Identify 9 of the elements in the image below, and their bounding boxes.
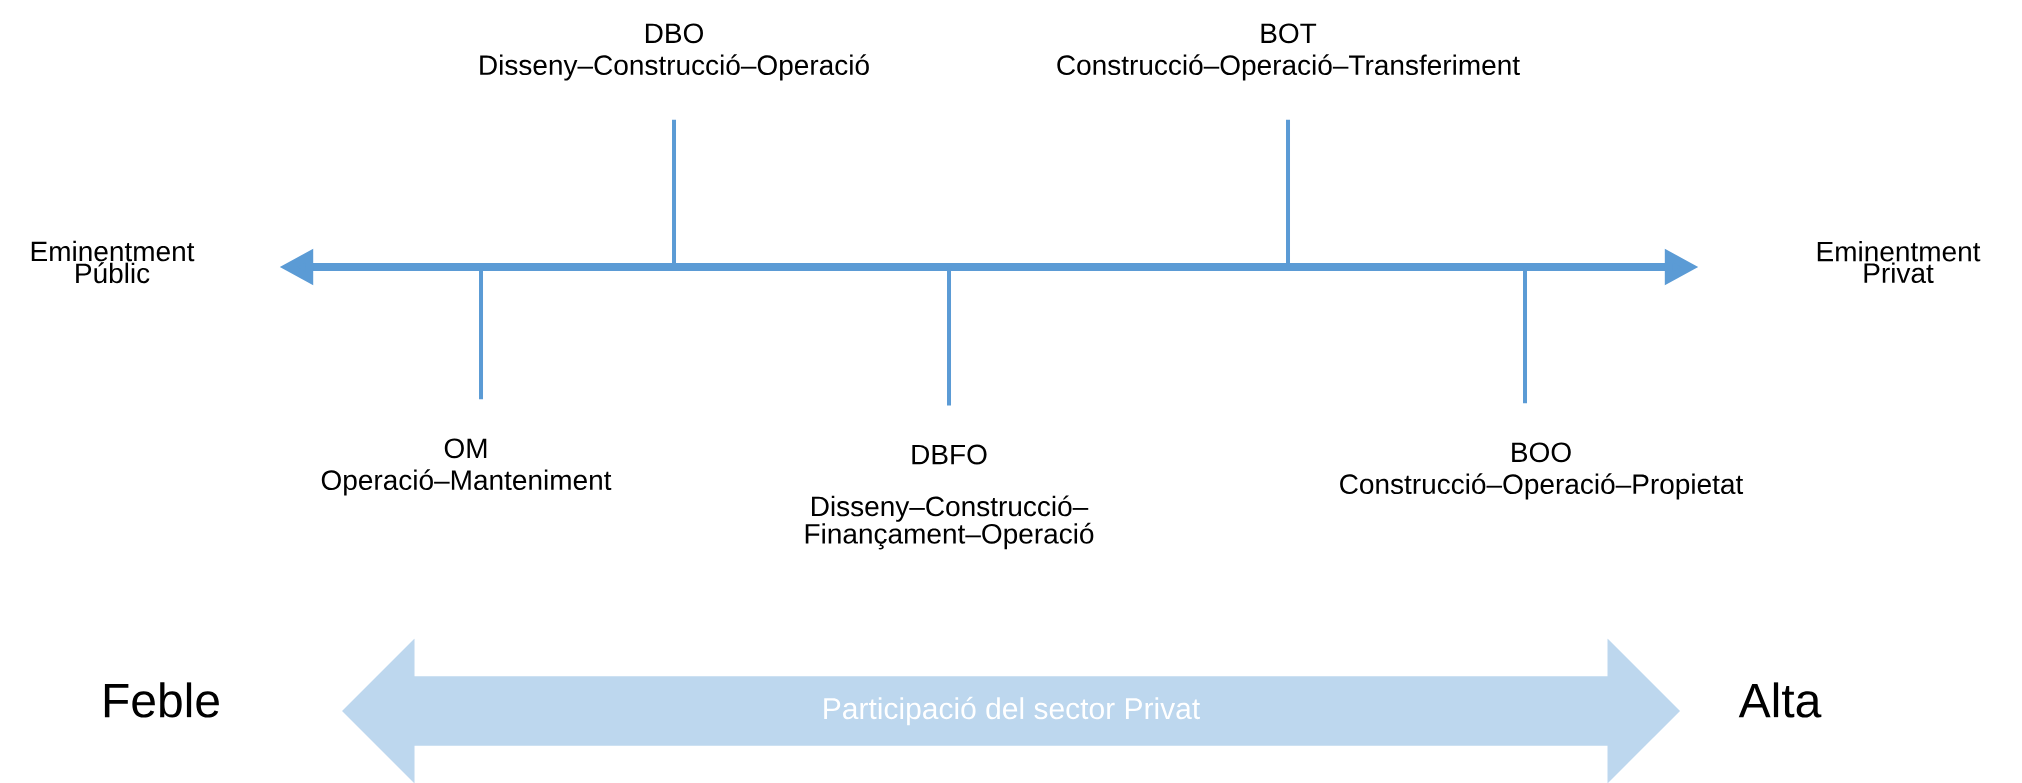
- scale-end-label: Feble: [104, 682, 219, 718]
- model-label: DBO Disseny–Construcció–Operació: [480, 23, 869, 81]
- end-label: Eminentment Públic: [31, 240, 195, 284]
- model-label: BOT Construcció–Operació–Transferiment: [1057, 23, 1520, 81]
- model-label: BOO Construcció–Operació–Propietat: [1340, 442, 1744, 500]
- model-label: OM Operació–Manteniment: [321, 438, 612, 496]
- scale-end-label: Alta: [1738, 682, 1822, 718]
- end-label: Eminentment Privat: [1817, 240, 1981, 284]
- model-label: DBFO Disseny–Construcció– Finançament–Operació: [805, 444, 1094, 550]
